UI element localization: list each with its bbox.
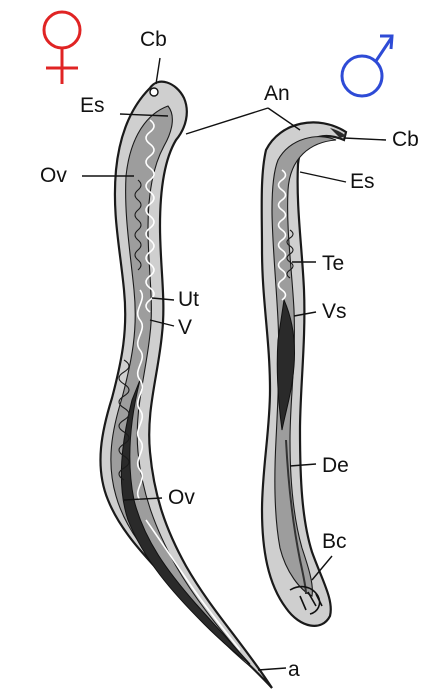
female-worm-body — [100, 82, 272, 688]
female-symbol-icon — [44, 12, 80, 84]
label-an: An — [264, 82, 290, 105]
label-male-de: De — [322, 454, 349, 477]
label-female-es: Es — [80, 94, 105, 117]
label-male-te: Te — [322, 252, 344, 275]
label-male-cb: Cb — [392, 128, 419, 151]
male-symbol-icon — [342, 36, 392, 96]
label-female-ut: Ut — [178, 288, 199, 311]
label-male-bc: Bc — [322, 530, 347, 553]
label-female-v: V — [178, 316, 192, 339]
label-female-a: a — [288, 658, 300, 681]
label-female-ov-top: Ov — [40, 164, 67, 187]
label-male-es: Es — [350, 170, 375, 193]
label-male-vs: Vs — [322, 300, 347, 323]
label-female-ov-bottom: Ov — [168, 486, 195, 509]
label-female-cb: Cb — [140, 28, 167, 51]
